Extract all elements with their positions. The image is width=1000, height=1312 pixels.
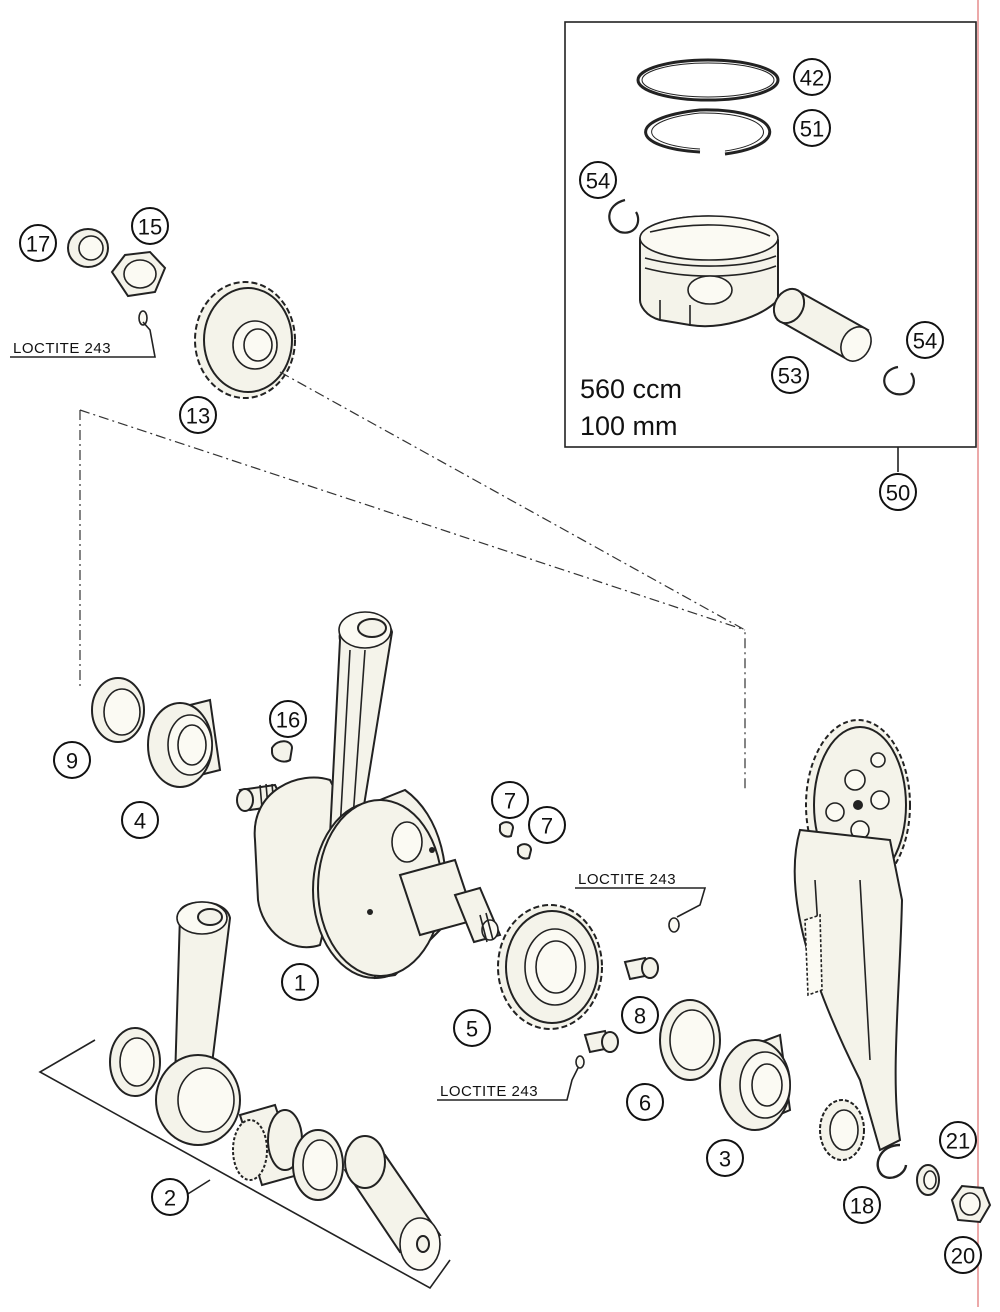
callout-21: 21 bbox=[939, 1121, 977, 1159]
callout-20-text: 20 bbox=[951, 1244, 975, 1269]
timing-chain-assembly bbox=[793, 719, 911, 1161]
callout-17: 17 bbox=[19, 224, 57, 262]
thrust-washer-right bbox=[292, 1129, 344, 1201]
callout-4-text: 4 bbox=[134, 809, 146, 834]
nut-15 bbox=[110, 250, 167, 326]
gear-13 bbox=[194, 281, 296, 399]
loctite-right-lower: LOCTITE 243 bbox=[437, 1067, 579, 1101]
piston-pin bbox=[772, 287, 872, 362]
loctite-drop-lower bbox=[575, 1055, 585, 1069]
callout-20: 20 bbox=[944, 1236, 982, 1274]
key-7-b bbox=[516, 843, 533, 860]
needle-bearing bbox=[232, 1103, 303, 1187]
callout-16: 16 bbox=[269, 700, 307, 738]
loctite-right-lower-label: LOCTITE 243 bbox=[440, 1083, 538, 1100]
callout-50: 50 bbox=[879, 473, 917, 511]
callout-4: 4 bbox=[121, 801, 159, 839]
callout-42-text: 42 bbox=[800, 66, 824, 91]
callout-15: 15 bbox=[131, 207, 169, 245]
callout-7a: 7 bbox=[491, 781, 529, 819]
assembly-guide-lines bbox=[79, 371, 746, 790]
piston-ring-42 bbox=[636, 58, 780, 102]
loctite-drop-upper bbox=[668, 917, 680, 933]
callout-5: 5 bbox=[453, 1009, 491, 1047]
crank-pin bbox=[343, 1135, 442, 1271]
circlip-54-right bbox=[883, 365, 915, 396]
callout-6-text: 6 bbox=[639, 1091, 651, 1116]
callout-53: 53 bbox=[771, 356, 809, 394]
bearing-3 bbox=[719, 1033, 792, 1131]
callout-13: 13 bbox=[179, 396, 217, 434]
callout-21-text: 21 bbox=[946, 1129, 970, 1154]
loctite-right-upper-label: LOCTITE 243 bbox=[578, 871, 676, 888]
callout-7b: 7 bbox=[528, 806, 566, 844]
bolt-8-upper bbox=[623, 956, 659, 981]
callout-42: 42 bbox=[793, 58, 831, 96]
callout-17-text: 17 bbox=[26, 232, 50, 257]
gear-5 bbox=[497, 904, 603, 1030]
callout-5-text: 5 bbox=[466, 1017, 478, 1042]
piston-kit-box bbox=[564, 21, 977, 470]
connecting-rod bbox=[155, 901, 241, 1146]
seal-9 bbox=[91, 677, 145, 743]
washer-21 bbox=[916, 1164, 940, 1196]
callout-18-text: 18 bbox=[850, 1194, 874, 1219]
callout-7a-text: 7 bbox=[504, 789, 516, 814]
bearing-4 bbox=[147, 698, 222, 788]
callout-2: 2 bbox=[151, 1178, 189, 1216]
callout-50-text: 50 bbox=[886, 481, 910, 506]
piston-ring-51 bbox=[644, 108, 772, 156]
callout-1-text: 1 bbox=[294, 971, 306, 996]
callout-53-text: 53 bbox=[778, 364, 802, 389]
circlip-54-left bbox=[608, 198, 640, 234]
callout-8: 8 bbox=[621, 996, 659, 1034]
callout-3: 3 bbox=[706, 1139, 744, 1177]
callout-2-text: 2 bbox=[164, 1186, 176, 1211]
callout-9: 9 bbox=[53, 741, 91, 779]
loctite-top-left-label: LOCTITE 243 bbox=[13, 340, 111, 357]
callout-51-text: 51 bbox=[800, 117, 824, 142]
bore-label: 100 mm bbox=[580, 411, 678, 441]
callout-51: 51 bbox=[793, 109, 831, 147]
callout-15-text: 15 bbox=[138, 215, 162, 240]
callout-16-text: 16 bbox=[276, 708, 300, 733]
displacement-label: 560 ccm bbox=[580, 374, 682, 404]
bolt-8-lower bbox=[583, 1029, 619, 1054]
nut-20 bbox=[950, 1184, 992, 1224]
callout-54b-text: 54 bbox=[913, 329, 937, 354]
callout-7b-text: 7 bbox=[541, 814, 553, 839]
key-7-a bbox=[498, 821, 515, 838]
callout-54b: 54 bbox=[906, 321, 944, 359]
callout-9-text: 9 bbox=[66, 749, 78, 774]
callout-6: 6 bbox=[626, 1083, 664, 1121]
callout-18: 18 bbox=[843, 1186, 881, 1224]
shim-6 bbox=[659, 999, 721, 1081]
washer-17 bbox=[67, 228, 109, 268]
callout-13-text: 13 bbox=[186, 404, 210, 429]
key-16 bbox=[271, 740, 294, 763]
piston bbox=[639, 215, 779, 328]
circlip-18 bbox=[876, 1143, 908, 1179]
callout-3-text: 3 bbox=[719, 1147, 731, 1172]
crankshaft-1 bbox=[236, 611, 502, 980]
callout-54a: 54 bbox=[579, 161, 617, 199]
thrust-washer-left bbox=[109, 1027, 161, 1097]
callout-8-text: 8 bbox=[634, 1004, 646, 1029]
callout-54a-text: 54 bbox=[586, 169, 610, 194]
loctite-top-left: LOCTITE 243 bbox=[10, 321, 156, 358]
callout-1: 1 bbox=[281, 963, 319, 1001]
loctite-right-upper: LOCTITE 243 bbox=[575, 871, 707, 918]
